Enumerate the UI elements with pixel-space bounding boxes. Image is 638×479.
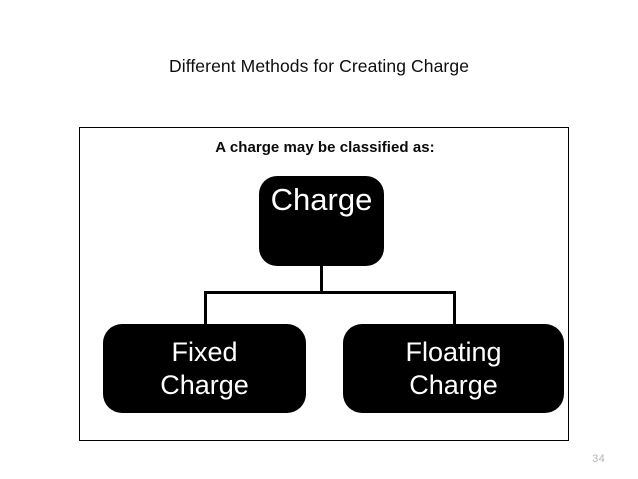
node-charge[interactable]: Charge: [259, 176, 384, 266]
node-fixed-charge[interactable]: Fixed Charge: [103, 324, 306, 413]
page-number: 34: [592, 453, 605, 465]
diagram-subtitle: A charge may be classified as:: [215, 139, 435, 156]
connector-stem: [320, 265, 323, 293]
connector-drop-left: [204, 291, 207, 326]
node-fixed-charge-line1: Fixed: [171, 336, 238, 367]
node-charge-label: Charge: [270, 182, 373, 217]
node-fixed-charge-line2: Charge: [160, 369, 249, 400]
node-floating-charge-line1: Floating: [405, 336, 502, 367]
connector-horizontal-bar: [204, 291, 456, 294]
page-title: Different Methods for Creating Charge: [168, 56, 470, 76]
diagram-frame: A charge may be classified as: Charge Fi…: [79, 127, 569, 441]
node-floating-charge-line2: Charge: [409, 369, 498, 400]
connector-drop-right: [453, 291, 456, 326]
node-floating-charge[interactable]: Floating Charge: [343, 324, 564, 413]
